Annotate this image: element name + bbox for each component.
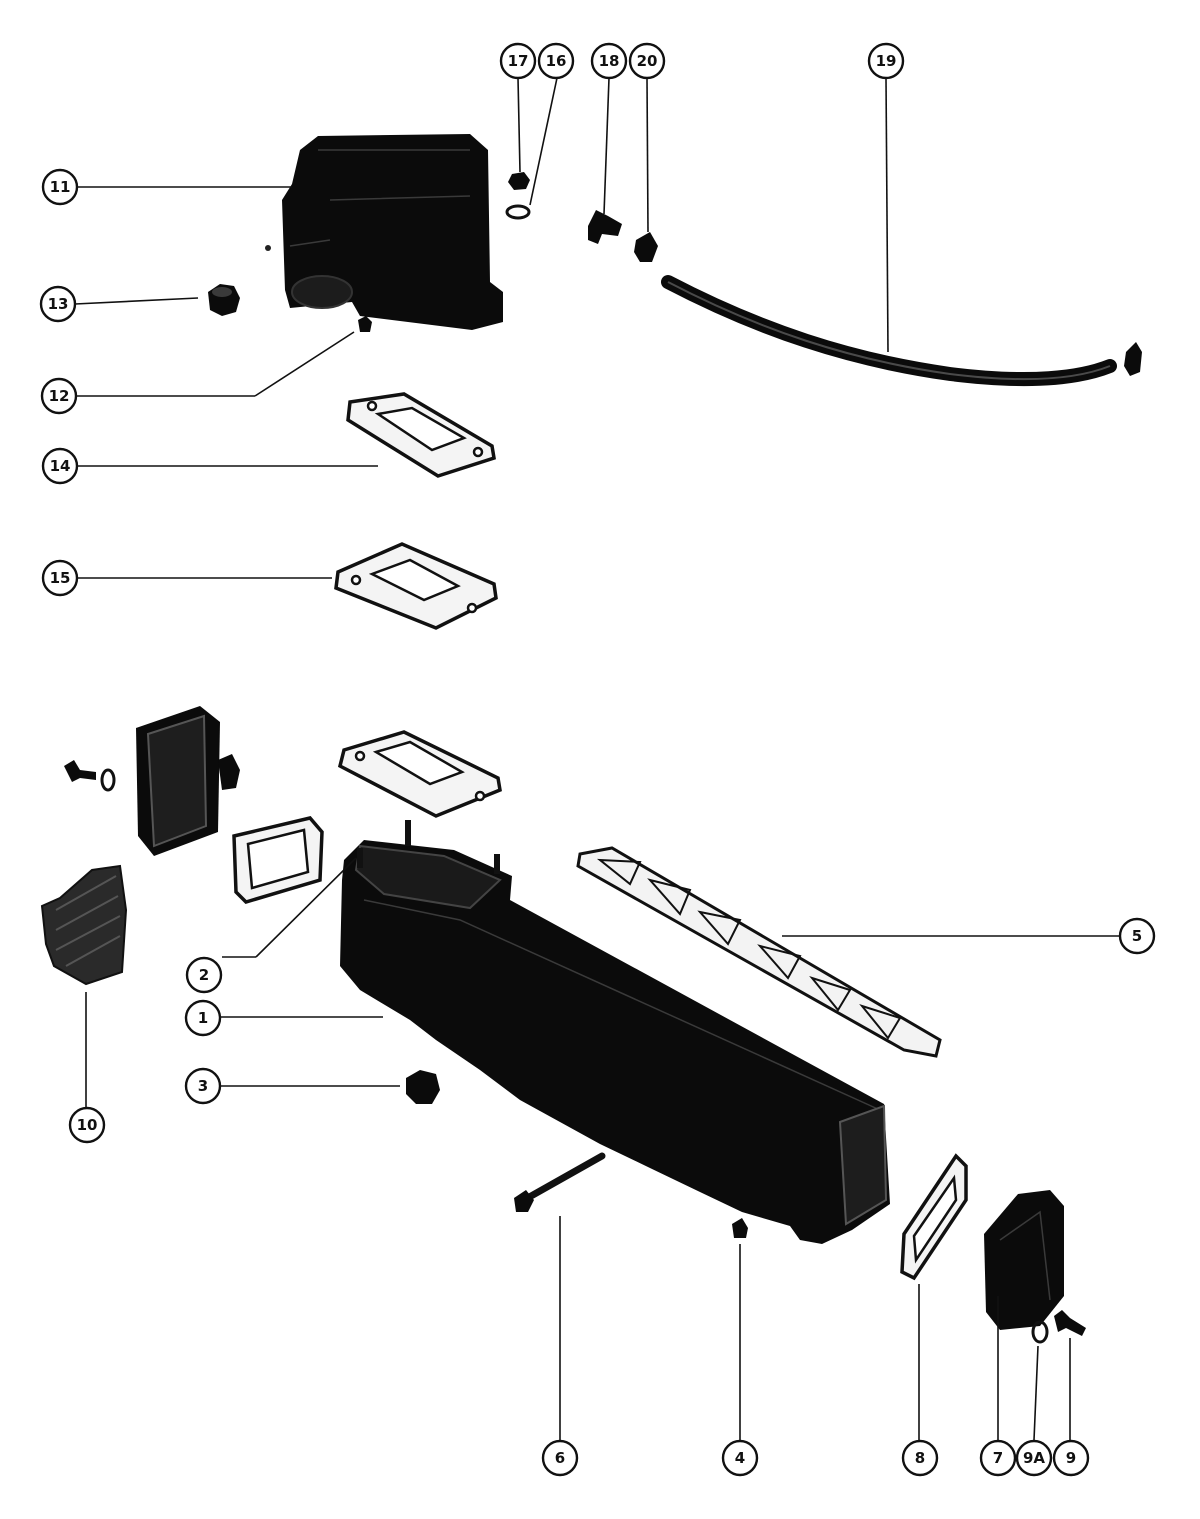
callout-9: 9 (1052, 1439, 1090, 1477)
part-washer (505, 204, 531, 220)
callout-15: 15 (41, 559, 79, 597)
callout-label: 6 (555, 1449, 565, 1467)
part-gasket-manifold-top (337, 730, 502, 818)
callout-label: 5 (1132, 927, 1142, 945)
callout-label: 8 (915, 1449, 925, 1467)
part-gasket-lower (334, 542, 498, 630)
part-exhaust-manifold (340, 820, 890, 1244)
callout-label: 19 (876, 52, 897, 70)
callout-14: 14 (41, 447, 79, 485)
callout-label: 14 (50, 457, 71, 475)
callout-label: 17 (508, 52, 529, 70)
callout-8: 8 (901, 1439, 939, 1477)
part-gasket-upper (346, 392, 496, 478)
callout-19: 19 (867, 42, 905, 80)
part-end-gasket (900, 1153, 968, 1281)
callout-label: 9 (1066, 1449, 1076, 1467)
callout-label: 13 (48, 295, 69, 313)
callout-18: 18 (590, 42, 628, 80)
callout-3: 3 (184, 1067, 222, 1105)
callout-16: 16 (537, 42, 575, 80)
part-heat-shield (40, 864, 128, 986)
callout-label: 15 (50, 569, 71, 587)
part-gasket-left-side (232, 816, 324, 904)
part-drain-plug (732, 1218, 748, 1238)
callout-6: 6 (541, 1439, 579, 1477)
callout-label: 2 (199, 966, 209, 984)
callout-1: 1 (184, 999, 222, 1037)
callout-label: 4 (735, 1449, 745, 1467)
callout-label: 12 (49, 387, 70, 405)
part-hose-fitting (588, 210, 622, 244)
part-nut (508, 172, 530, 190)
part-exhaust-elbow (265, 134, 503, 330)
part-pipe-plug-large (208, 284, 240, 316)
callout-2: 2 (185, 956, 223, 994)
part-long-bolt (514, 1152, 606, 1212)
part-bolt-right (1054, 1310, 1086, 1336)
callout-7: 7 (979, 1439, 1017, 1477)
part-washer-right (1031, 1320, 1049, 1344)
callout-12: 12 (40, 377, 78, 415)
callout-4: 4 (721, 1439, 759, 1477)
callout-11: 11 (41, 168, 79, 206)
part-hose-clamp (634, 232, 658, 262)
callout-label: 18 (599, 52, 620, 70)
callout-5: 5 (1118, 917, 1156, 955)
part-manifold-plug (406, 1070, 440, 1104)
callout-label: 9A (1023, 1449, 1045, 1467)
part-hose (661, 275, 1142, 387)
callout-10: 10 (68, 1106, 106, 1144)
part-end-cover-right (984, 1190, 1064, 1330)
part-pipe-plug-small (358, 316, 372, 332)
callout-20: 20 (628, 42, 666, 80)
part-end-cover-left (136, 706, 240, 856)
callout-label: 16 (546, 52, 567, 70)
callout-label: 1 (198, 1009, 208, 1027)
leader-lines (74, 77, 1119, 1441)
callout-17: 17 (499, 42, 537, 80)
part-manifold-gasket (576, 846, 942, 1058)
callout-label: 20 (637, 52, 658, 70)
callout-label: 7 (993, 1449, 1003, 1467)
callout-label: 11 (50, 178, 71, 196)
callout-label: 3 (198, 1077, 208, 1095)
callout-9A: 9A (1015, 1439, 1053, 1477)
part-bolt-left (64, 760, 116, 792)
callout-label: 10 (77, 1116, 98, 1134)
callout-13: 13 (39, 285, 77, 323)
